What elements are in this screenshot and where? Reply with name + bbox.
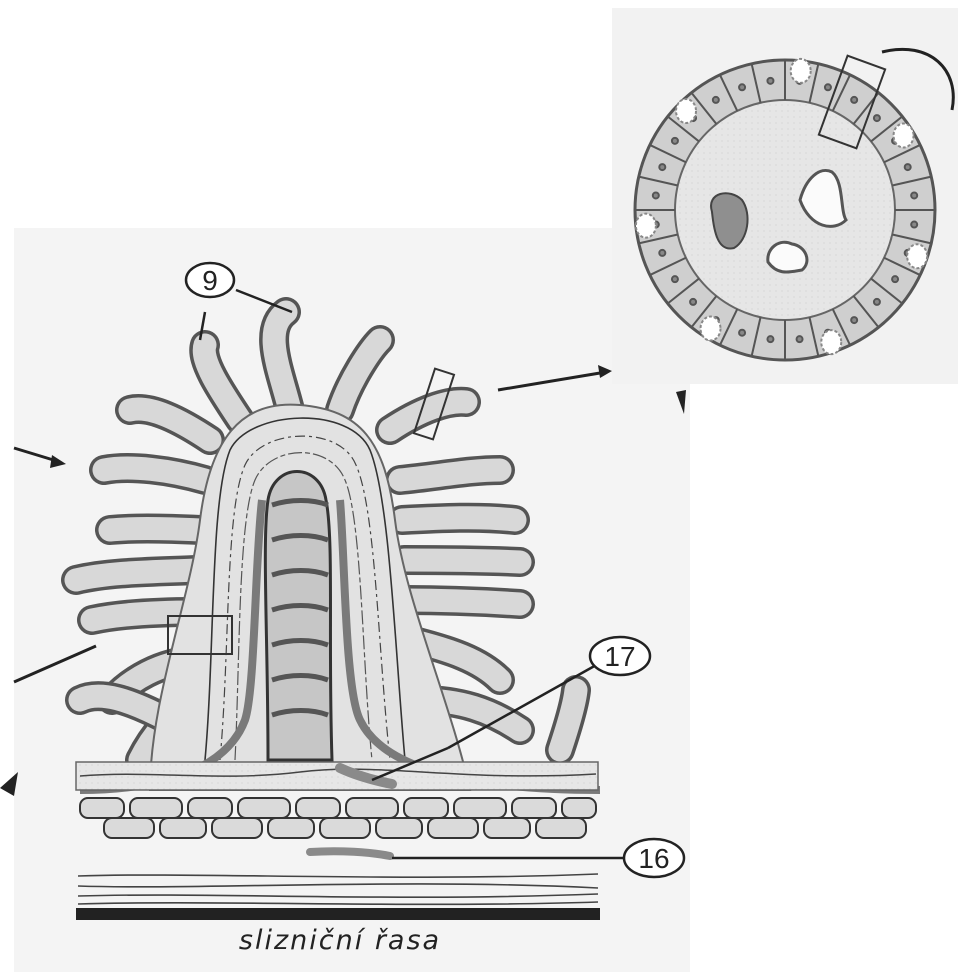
arrow-left-bottom-fragment — [0, 772, 18, 796]
goblet-cell — [676, 99, 696, 123]
curved-pointer — [882, 49, 953, 110]
cell-nucleus — [672, 138, 678, 144]
cell-nucleus — [767, 78, 773, 84]
serosa-band — [76, 908, 600, 920]
cobble — [404, 798, 448, 818]
cell-nucleus — [892, 276, 898, 282]
cobble — [512, 798, 556, 818]
villus-fill — [406, 600, 520, 604]
goblet-cell — [894, 124, 914, 148]
cell-nucleus — [911, 222, 917, 228]
cobble — [536, 818, 586, 838]
villus-fill — [76, 570, 198, 580]
villus-fill — [204, 345, 240, 420]
cell-nucleus — [797, 336, 803, 342]
villus-fill — [402, 518, 515, 520]
cobble — [104, 818, 154, 838]
cobble — [428, 818, 478, 838]
muscularis-externa — [78, 874, 598, 904]
cell-nucleus — [911, 192, 917, 198]
label-16-text: 16 — [638, 843, 669, 874]
mucosal-fold — [76, 312, 600, 920]
cobble — [296, 798, 340, 818]
cell-nucleus — [874, 299, 880, 305]
goblet-cell — [791, 59, 811, 83]
villus-fill — [130, 409, 210, 440]
villus-fill — [404, 560, 520, 562]
goblet-cell — [907, 244, 927, 268]
arrow-to-inset — [498, 372, 606, 390]
cobble — [376, 818, 422, 838]
cell-nucleus — [690, 299, 696, 305]
cobble — [320, 818, 370, 838]
cell-nucleus — [659, 164, 665, 170]
cobble — [484, 818, 530, 838]
cell-nucleus — [659, 250, 665, 256]
figure-caption: slizniční řasa — [190, 925, 490, 956]
cobble — [562, 798, 596, 818]
cobble — [130, 798, 182, 818]
arrowhead-left-upper — [50, 455, 66, 468]
label-9-text: 9 — [202, 265, 218, 296]
cell-nucleus — [851, 317, 857, 323]
cell-nucleus — [672, 276, 678, 282]
cell-nucleus — [713, 97, 719, 103]
cobble — [268, 818, 314, 838]
cell-nucleus — [825, 84, 831, 90]
cell-nucleus — [767, 336, 773, 342]
submucosal-strand — [310, 851, 390, 856]
submucosa-core — [265, 472, 332, 761]
arrow-left-lower — [14, 646, 96, 682]
villus-fill — [400, 470, 500, 480]
goblet-cell — [636, 214, 656, 238]
lymph-vessel-small — [768, 242, 807, 272]
arrowhead-to-inset — [598, 365, 612, 378]
submucosal-cobblestone-layer — [80, 798, 596, 838]
cell-nucleus — [739, 84, 745, 90]
cobble — [80, 798, 124, 818]
villus-cross-section-inset — [635, 49, 953, 360]
cobble — [238, 798, 290, 818]
villus-fill — [110, 529, 200, 531]
cell-nucleus — [653, 192, 659, 198]
cell-nucleus — [851, 97, 857, 103]
cell-nucleus — [874, 115, 880, 121]
villus-fill — [104, 468, 205, 480]
label-16-callout: 16 — [392, 839, 684, 877]
villus-fill — [274, 312, 290, 410]
label-17-text: 17 — [604, 641, 635, 672]
cobble — [346, 798, 398, 818]
cobble — [188, 798, 232, 818]
cobble — [454, 798, 506, 818]
cobble — [160, 818, 206, 838]
cell-nucleus — [905, 164, 911, 170]
cell-nucleus — [739, 330, 745, 336]
goblet-cell — [701, 317, 721, 341]
cobble — [212, 818, 262, 838]
goblet-cell — [821, 330, 841, 354]
arrow-fragment-right — [676, 390, 686, 414]
